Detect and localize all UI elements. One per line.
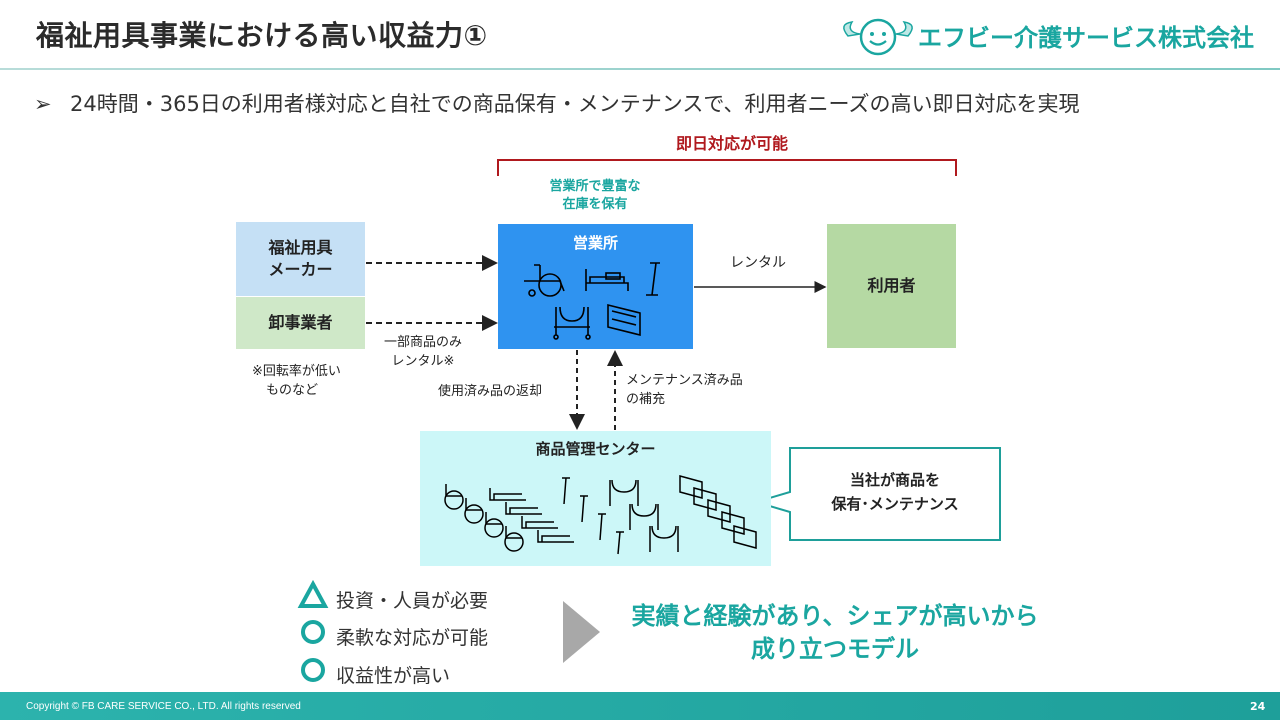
- low-turnover-note: ※回転率が低い ものなど: [252, 362, 341, 400]
- bed-icon: [489, 488, 526, 501]
- handrail-icon: [607, 303, 641, 337]
- inventory-note-line: 在庫を保有: [562, 197, 628, 212]
- legend-item: 柔軟な対応が可能: [336, 627, 489, 649]
- return-label: 使用済み品の返却: [438, 384, 543, 399]
- callout-line: 当社が商品を: [849, 471, 940, 489]
- bed-icon: [585, 269, 629, 291]
- walker-icon: [609, 479, 639, 506]
- wheelchair-icon: [484, 512, 504, 538]
- angel-smiley-logo-icon: [843, 18, 913, 56]
- sales-office-label: 営業所: [572, 234, 618, 252]
- handrail-icon: [733, 525, 757, 549]
- supply-label-line: の補充: [626, 392, 666, 407]
- supply-label: メンテナンス済み品 の補充: [626, 371, 743, 409]
- stocked-equipment-icons: [444, 475, 757, 555]
- callout-bubble: [752, 447, 1001, 541]
- sales-office-box: [498, 224, 693, 349]
- note-line: ものなど: [266, 383, 319, 398]
- circle-icon: [301, 658, 325, 682]
- maker-box: 福祉用具 メーカー: [236, 222, 365, 296]
- bed-icon: [537, 530, 574, 543]
- footer-bar: [0, 692, 1280, 720]
- wheelchair-icon: [444, 484, 464, 510]
- copyright-text: Copyright © FB CARE SERVICE CO., LTD. Al…: [26, 701, 301, 712]
- note-line: 一部商品のみ: [384, 335, 463, 350]
- walker-icon: [553, 306, 591, 340]
- walker-icon: [629, 503, 659, 530]
- cane-icon: [562, 477, 570, 505]
- rental-label: レンタル: [730, 255, 786, 271]
- user-label: 利用者: [867, 276, 916, 295]
- bullet-text: 24時間・365日の利用者様対応と自社での商品保有・メンテナンスで、利用者ニーズ…: [70, 92, 1080, 116]
- conclusion-line: 成り立つモデル: [751, 635, 919, 663]
- page-title: 福祉用具事業における高い収益力①: [36, 19, 488, 52]
- legend-item: 投資・人員が必要: [336, 590, 489, 612]
- callout-text: 当社が商品を 保有･メンテナンス: [790, 468, 1000, 516]
- conclusion-chevron-icon: [563, 601, 600, 663]
- product-center-box: [420, 431, 771, 566]
- same-day-label: 即日対応が可能: [676, 134, 789, 153]
- headline-bullet: ➢ 24時間・365日の利用者様対応と自社での商品保有・メンテナンスで、利用者ニー…: [34, 88, 1080, 118]
- arrow-bullet-icon: ➢: [34, 92, 52, 116]
- walker-icon: [649, 525, 679, 552]
- handrail-icon: [707, 499, 731, 523]
- callout-line: 保有･メンテナンス: [831, 495, 959, 513]
- partial-rental-note: 一部商品のみ レンタル※: [384, 333, 462, 371]
- note-line: ※回転率が低い: [252, 364, 341, 379]
- page-number: 24: [1250, 700, 1266, 713]
- conclusion-line: 実績と経験があり、シェアが高いから: [631, 602, 1039, 630]
- wheelchair-icon: [504, 526, 524, 552]
- user-box: 利用者: [827, 224, 956, 348]
- bed-icon: [505, 502, 542, 515]
- legend-item: 収益性が高い: [336, 665, 451, 687]
- cane-icon: [646, 262, 660, 296]
- wholesaler-box: 卸事業者: [236, 297, 365, 349]
- same-day-bracket: [497, 159, 957, 176]
- conclusion-text: 実績と経験があり、シェアが高いから 成り立つモデル: [590, 600, 1080, 666]
- cane-icon: [598, 513, 606, 541]
- bed-icon: [521, 516, 558, 529]
- cane-icon: [580, 495, 588, 523]
- company-logo-text: エフビー介護サービス株式会社: [918, 24, 1254, 52]
- circle-icon: [301, 620, 325, 644]
- wheelchair-icon: [524, 264, 565, 297]
- note-line: レンタル※: [391, 354, 455, 369]
- maker-label-line: 福祉用具: [268, 238, 333, 257]
- handrail-icon: [721, 511, 745, 535]
- handrail-icon: [679, 475, 703, 499]
- wholesaler-label: 卸事業者: [268, 313, 333, 332]
- supply-label-line: メンテナンス済み品: [626, 373, 743, 388]
- wheelchair-icon: [464, 498, 484, 524]
- maker-label-line: メーカー: [268, 260, 333, 279]
- inventory-note-line: 営業所で豊富な: [549, 179, 641, 194]
- inventory-note: 営業所で豊富な 在庫を保有: [520, 178, 670, 214]
- header-divider: [0, 68, 1280, 70]
- cane-icon: [616, 531, 624, 555]
- triangle-icon: [297, 579, 329, 608]
- care-equipment-icons: [524, 262, 660, 340]
- handrail-icon: [693, 487, 717, 511]
- product-center-label: 商品管理センター: [535, 440, 656, 458]
